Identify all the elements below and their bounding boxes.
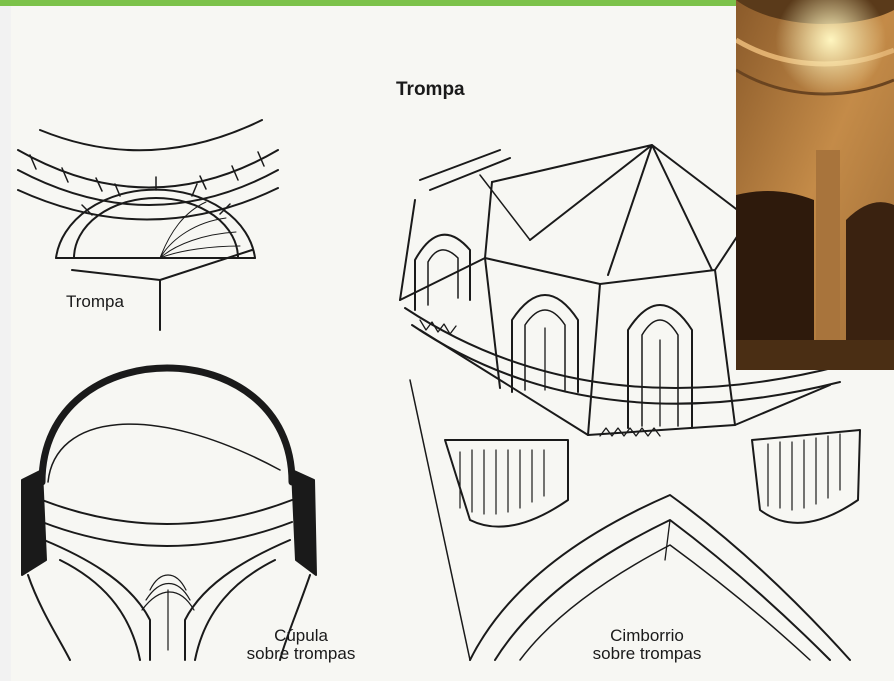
cimborrio-label-line2: sobre trompas xyxy=(572,645,722,663)
dome-label-line1: Cúpula xyxy=(226,627,376,645)
dome-label-line2: sobre trompas xyxy=(226,645,376,663)
cimborrio-label: Cimborrio sobre trompas xyxy=(572,627,722,664)
interior-photo-image xyxy=(736,0,894,370)
dome-on-squinches-diagram xyxy=(22,368,316,660)
interior-photo xyxy=(736,0,894,370)
squinch-diagram xyxy=(18,120,278,330)
squinch-label: Trompa xyxy=(66,293,124,311)
dome-label: Cúpula sobre trompas xyxy=(226,627,376,664)
cimborrio-label-line1: Cimborrio xyxy=(572,627,722,645)
diagram-title: Trompa xyxy=(396,80,465,101)
